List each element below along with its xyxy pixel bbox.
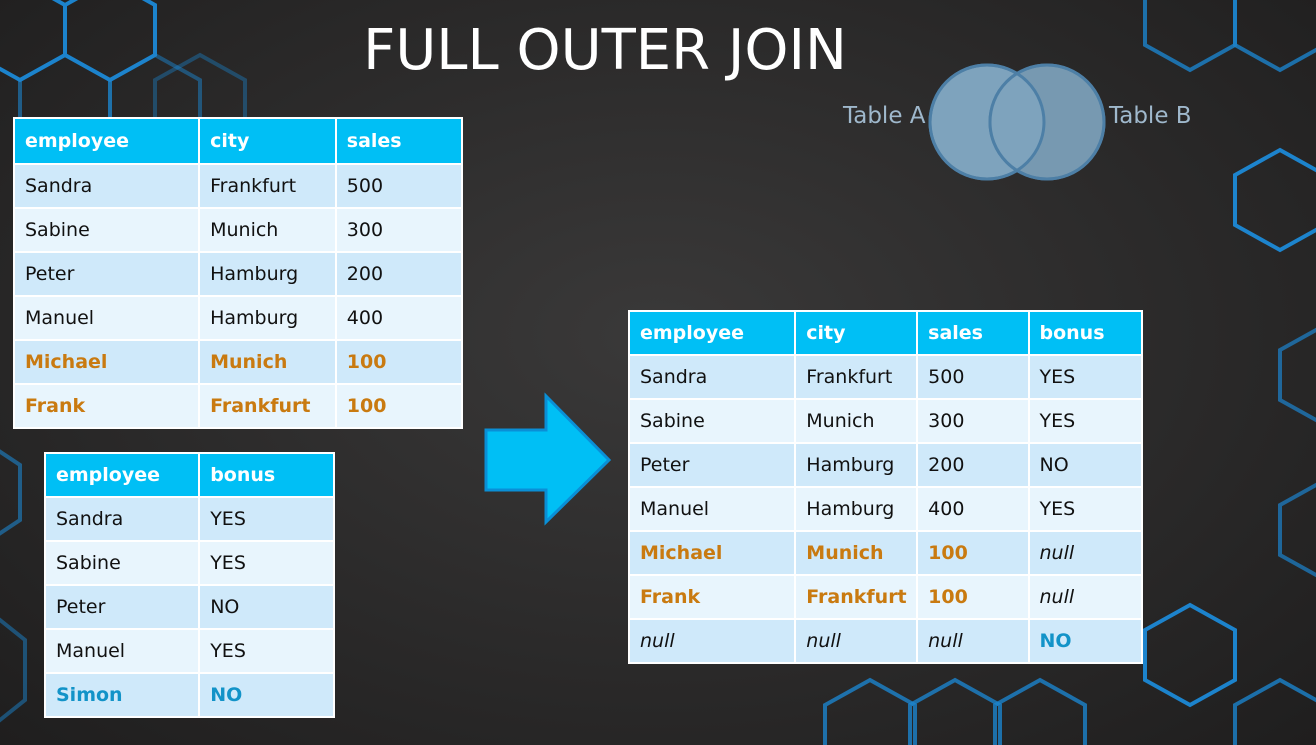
table-cell: Hamburg xyxy=(198,295,337,341)
table-cell: null xyxy=(1027,530,1143,576)
result-header: sales xyxy=(916,310,1030,356)
table-cell: 200 xyxy=(916,442,1030,488)
table-row: Frank Frankfurt 100 xyxy=(12,383,464,429)
table-cell: YES xyxy=(198,496,335,542)
table-cell: YES xyxy=(1027,398,1143,444)
table-cell: Sandra xyxy=(12,163,201,209)
table-cell: 100 xyxy=(334,383,464,429)
table-cell: 500 xyxy=(916,354,1030,400)
table-cell: 400 xyxy=(916,486,1030,532)
table-cell: YES xyxy=(1027,354,1143,400)
table-cell: Manuel xyxy=(627,486,797,532)
table-b-header: employee xyxy=(43,452,201,498)
table-cell: 500 xyxy=(334,163,464,209)
table-cell: Peter xyxy=(627,442,797,488)
table-cell: Peter xyxy=(43,584,201,630)
table-cell: Munich xyxy=(198,339,337,385)
table-cell: NO xyxy=(198,584,335,630)
table-cell: YES xyxy=(1027,486,1143,532)
table-cell: Frank xyxy=(12,383,201,429)
table-cell: Simon xyxy=(43,672,201,718)
table-cell: 300 xyxy=(916,398,1030,444)
table-b: employee bonus Sandra YES Sabine YES Pet… xyxy=(43,452,335,718)
table-cell: YES xyxy=(198,628,335,674)
table-row: Sabine YES xyxy=(43,540,335,586)
table-row: Manuel YES xyxy=(43,628,335,674)
table-a-header-row: employee city sales xyxy=(12,117,464,165)
table-row: Peter Hamburg 200 xyxy=(12,251,464,297)
table-cell: Hamburg xyxy=(794,486,919,532)
table-row: Peter NO xyxy=(43,584,335,630)
table-cell: 100 xyxy=(916,530,1030,576)
table-cell: null xyxy=(627,618,797,664)
table-cell: NO xyxy=(1027,442,1143,488)
table-a-header: sales xyxy=(334,117,464,165)
table-cell: null xyxy=(916,618,1030,664)
table-cell: Munich xyxy=(794,530,919,576)
table-cell: 100 xyxy=(916,574,1030,620)
table-cell: Hamburg xyxy=(198,251,337,297)
table-row: Manuel Hamburg 400 xyxy=(12,295,464,341)
table-cell: Manuel xyxy=(12,295,201,341)
result-header: city xyxy=(794,310,919,356)
table-b-header-row: employee bonus xyxy=(43,452,335,498)
table-row: Manuel Hamburg 400 YES xyxy=(627,486,1143,532)
table-cell: Michael xyxy=(627,530,797,576)
table-cell: Frankfurt xyxy=(794,354,919,400)
result-header-row: employee city sales bonus xyxy=(627,310,1143,356)
table-cell: NO xyxy=(1027,618,1143,664)
table-cell: Frankfurt xyxy=(198,163,337,209)
table-row: Frank Frankfurt 100 null xyxy=(627,574,1143,620)
table-cell: Munich xyxy=(198,207,337,253)
table-cell: Sabine xyxy=(43,540,201,586)
page-title: FULL OUTER JOIN xyxy=(363,18,847,83)
table-cell: 300 xyxy=(334,207,464,253)
result-table: employee city sales bonus Sandra Frankfu… xyxy=(627,310,1143,664)
venn-label-table-a: Table A xyxy=(843,103,926,129)
table-row: Sabine Munich 300 xyxy=(12,207,464,253)
table-cell: 200 xyxy=(334,251,464,297)
table-b-header: bonus xyxy=(198,452,335,498)
table-cell: Sandra xyxy=(43,496,201,542)
table-cell: Sabine xyxy=(627,398,797,444)
table-a: employee city sales Sandra Frankfurt 500… xyxy=(12,117,464,429)
table-cell: 100 xyxy=(334,339,464,385)
table-cell: Frankfurt xyxy=(198,383,337,429)
table-row: Sabine Munich 300 YES xyxy=(627,398,1143,444)
table-row: null null null NO xyxy=(627,618,1143,664)
table-cell: Peter xyxy=(12,251,201,297)
table-cell: 400 xyxy=(334,295,464,341)
table-cell: Sabine xyxy=(12,207,201,253)
venn-label-table-b: Table B xyxy=(1109,103,1192,129)
table-row: Michael Munich 100 xyxy=(12,339,464,385)
table-cell: Sandra xyxy=(627,354,797,400)
result-header: bonus xyxy=(1027,310,1143,356)
venn-diagram xyxy=(928,63,1106,181)
table-cell: Michael xyxy=(12,339,201,385)
table-row: Sandra YES xyxy=(43,496,335,542)
table-cell: Manuel xyxy=(43,628,201,674)
table-cell: Munich xyxy=(794,398,919,444)
table-cell: NO xyxy=(198,672,335,718)
arrow-right-icon xyxy=(484,392,612,526)
result-header: employee xyxy=(627,310,797,356)
table-row: Peter Hamburg 200 NO xyxy=(627,442,1143,488)
table-row: Michael Munich 100 null xyxy=(627,530,1143,576)
table-cell: Hamburg xyxy=(794,442,919,488)
table-cell: null xyxy=(1027,574,1143,620)
table-row: Simon NO xyxy=(43,672,335,718)
table-a-header: employee xyxy=(12,117,201,165)
table-a-header: city xyxy=(198,117,337,165)
table-row: Sandra Frankfurt 500 YES xyxy=(627,354,1143,400)
table-row: Sandra Frankfurt 500 xyxy=(12,163,464,209)
table-cell: null xyxy=(794,618,919,664)
table-cell: YES xyxy=(198,540,335,586)
table-cell: Frankfurt xyxy=(794,574,919,620)
table-cell: Frank xyxy=(627,574,797,620)
